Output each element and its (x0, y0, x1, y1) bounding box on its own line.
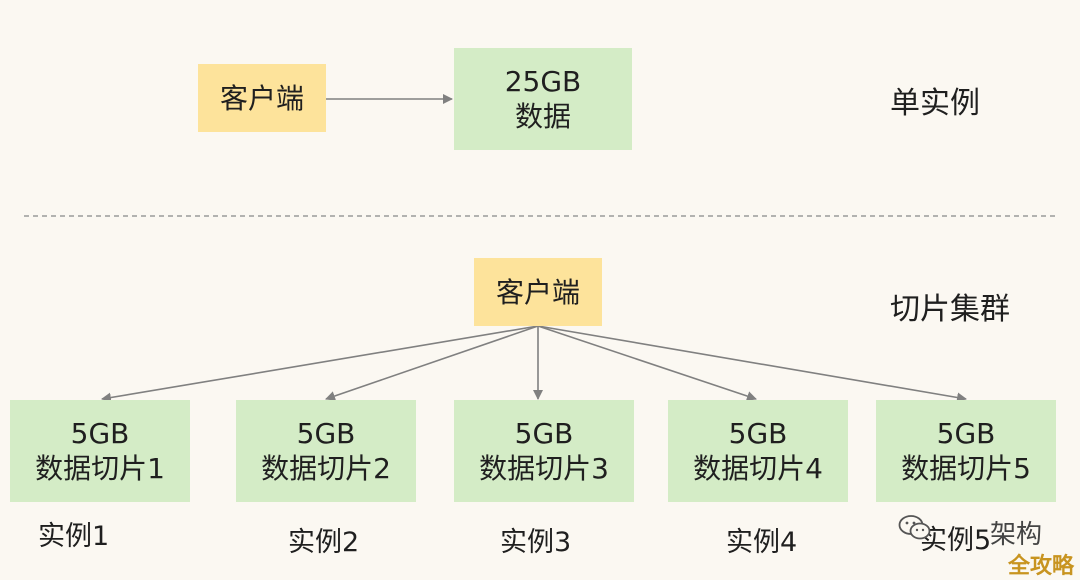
shard-name-5: 数据切片5 (901, 452, 1031, 485)
single-data-name: 数据 (514, 100, 571, 133)
shard-size-4: 5GB (728, 417, 788, 450)
shard-name-4: 数据切片4 (693, 452, 823, 485)
single-client-label: 客户端 (219, 81, 304, 115)
single-instance-label: 单实例 (890, 86, 980, 121)
shard-box-5: 5GB 数据切片5 (876, 400, 1056, 502)
instance-label-2: 实例2 (288, 527, 360, 558)
instance-label-1: 实例1 (38, 521, 110, 552)
cluster-arrow-1 (101, 325, 539, 403)
watermark-text: 架构 (990, 520, 1043, 550)
instance-label-5: 实例5 (920, 525, 992, 556)
shard-size-5: 5GB (936, 417, 996, 450)
instance-label-4: 实例4 (726, 527, 798, 558)
single-client-box: 客户端 (198, 64, 326, 132)
brand-watermark: 全攻略 (1008, 554, 1075, 579)
shard-box-3: 5GB 数据切片3 (454, 400, 634, 502)
shard-box-1: 5GB 数据切片1 (10, 400, 190, 502)
cluster-arrow-4 (537, 325, 757, 401)
shard-size-2: 5GB (296, 417, 356, 450)
shard-name-3: 数据切片3 (479, 452, 609, 485)
shard-name-1: 数据切片1 (35, 452, 165, 485)
cluster-client-box: 客户端 (474, 258, 602, 326)
shard-size-3: 5GB (514, 417, 574, 450)
instance-label-3: 实例3 (500, 527, 572, 558)
shard-size-1: 5GB (70, 417, 130, 450)
shard-box-4: 5GB 数据切片4 (668, 400, 848, 502)
cluster-client-label: 客户端 (495, 275, 580, 309)
single-data-box: 25GB 数据 (454, 48, 632, 150)
cluster-arrow-5 (537, 325, 967, 403)
cluster-arrow-2 (325, 325, 539, 401)
wechat-icon (898, 515, 931, 540)
single-data-size: 25GB (504, 65, 582, 98)
shard-box-2: 5GB 数据切片2 (236, 400, 416, 502)
shard-name-2: 数据切片2 (261, 452, 391, 485)
cluster-label: 切片集群 (890, 292, 1010, 327)
